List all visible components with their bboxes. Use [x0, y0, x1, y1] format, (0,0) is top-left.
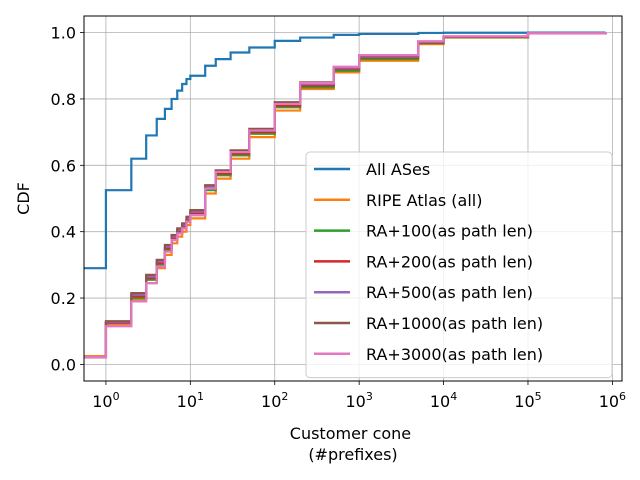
- x-tick-label: 104: [430, 390, 457, 411]
- x-axis-label-line-2: (#prefixes): [308, 445, 397, 464]
- y-tick-label: 0.2: [51, 289, 76, 308]
- y-tick-label: 0.0: [51, 355, 76, 374]
- y-tick-label: 0.4: [51, 223, 76, 242]
- legend-label: RA+200(as path len): [366, 252, 533, 271]
- plot-frame: [83, 15, 623, 382]
- x-axis-label: Customer cone (#prefixes): [290, 424, 416, 464]
- x-tick-label: 105: [514, 390, 541, 411]
- legend-label: RA+500(as path len): [366, 283, 533, 302]
- x-axis-label-line-1: Customer cone: [290, 424, 411, 443]
- legend-label: RIPE Atlas (all): [366, 191, 482, 210]
- y-tick-label: 1.0: [51, 24, 76, 43]
- y-axis-label: CDF: [14, 182, 33, 215]
- legend-label: RA+100(as path len): [366, 222, 533, 241]
- x-tick-label: 102: [261, 390, 288, 411]
- series-line: [84, 32, 607, 359]
- x-tick-label: 106: [599, 390, 626, 411]
- legend-box: [305, 151, 613, 379]
- axis-ticks: 100 101 102 103 104 105 106 0.0 0.2 0.4 0.6 0.8 1.0: [51, 24, 627, 411]
- series-line: [84, 31, 606, 270]
- x-tick-label: 101: [177, 390, 204, 411]
- y-tick-label: 0.6: [51, 156, 76, 175]
- y-tick-label: 0.8: [51, 90, 76, 109]
- x-tick-label: 103: [345, 390, 372, 411]
- legend-label: All ASes: [366, 160, 430, 179]
- legend-label: RA+3000(as path len): [366, 345, 543, 364]
- legend-label: RA+1000(as path len): [366, 314, 543, 333]
- series-lines: [84, 31, 607, 359]
- x-tick-label: 100: [92, 390, 119, 411]
